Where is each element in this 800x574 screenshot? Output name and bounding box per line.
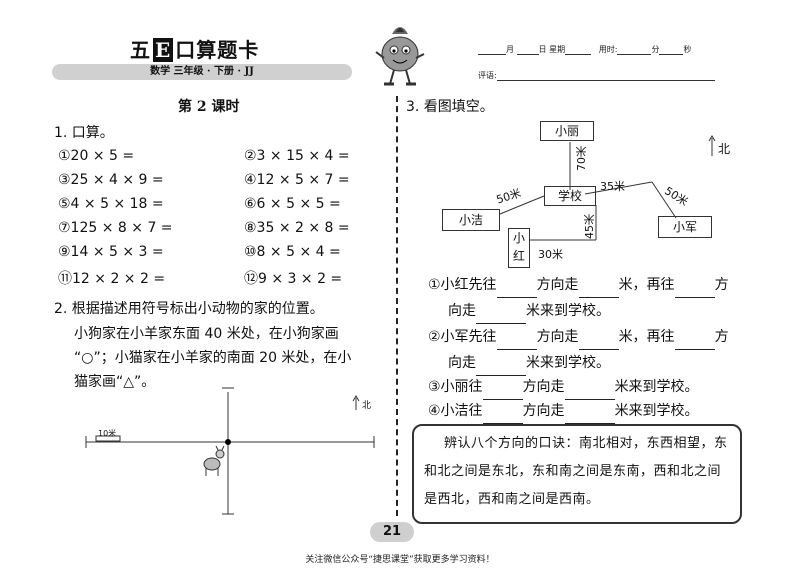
fill-text: 米来到学校。	[614, 379, 699, 395]
answer-blank[interactable]	[496, 336, 537, 350]
answer-blank[interactable]	[482, 410, 523, 424]
answer-blank[interactable]	[564, 410, 615, 424]
fill-text: 方	[714, 277, 729, 293]
math-item: ⑨14 × 5 × 3 =	[58, 244, 164, 260]
time-label: 用时:	[598, 45, 618, 54]
q2-line: 小狗家在小羊家东面 40 米处，在小狗家画	[74, 326, 339, 342]
date-line: 月 日 星期 用时: 分 秒	[478, 44, 691, 55]
answer-blank[interactable]	[674, 336, 715, 350]
math-item: ①20 × 5 =	[58, 148, 135, 164]
q3-fill-1: ①小红先往 方向走 米，再往 方 向走 米来到学校。	[428, 272, 758, 324]
fill-text: 向走	[448, 355, 476, 371]
map-node-xiaohong: 小 红	[508, 228, 530, 268]
math-item: ⑥6 × 5 × 5 =	[244, 196, 341, 212]
fill-text: ②小军先往	[428, 329, 497, 345]
q3-fill-4: ④小洁往 方向走 米来到学校。	[428, 398, 699, 424]
distance-label: 35米	[600, 180, 625, 193]
distance-label: 45米	[583, 214, 596, 239]
map-node-school: 学校	[544, 186, 596, 206]
footer-note: 关注微信公众号“捷思课堂”获取更多学习资料！	[305, 555, 495, 565]
fill-text: 米来到学校。	[614, 403, 699, 419]
fill-text: 方向走	[522, 379, 565, 395]
page-number: 21	[370, 522, 414, 542]
answer-blank[interactable]	[578, 336, 619, 350]
comment-blank[interactable]	[496, 72, 715, 81]
column-divider	[396, 96, 398, 516]
q3-fill-3: ③小丽往 方向走 米来到学校。	[428, 374, 699, 400]
fill-text: 方向走	[522, 403, 565, 419]
weekday-blank[interactable]	[565, 46, 592, 55]
lesson-title: 第 2 课时	[178, 99, 240, 115]
answer-blank[interactable]	[476, 362, 526, 376]
q3-title: 3. 看图填空。	[406, 99, 494, 115]
q2-coordinate-plane[interactable]	[80, 386, 380, 518]
q3-fill-2: ②小军先往 方向走 米，再往 方 向走 米来到学校。	[428, 324, 758, 376]
answer-blank[interactable]	[578, 284, 619, 298]
fill-text: 方向走	[536, 277, 579, 293]
second-blank[interactable]	[659, 46, 684, 55]
math-item: ⑧35 × 2 × 8 =	[244, 220, 350, 236]
math-item: ⑪12 × 2 × 2 =	[58, 271, 166, 287]
fill-text: 米来到学校。	[526, 355, 610, 371]
q2-line: 猫家画“△”。	[74, 374, 156, 390]
comment-label: 评语:	[478, 71, 497, 80]
math-item: ④12 × 5 × 7 =	[244, 172, 350, 188]
fill-text: 方向走	[536, 329, 579, 345]
goat-icon	[203, 445, 225, 476]
answer-blank[interactable]	[496, 284, 537, 298]
brand-prefix: 五	[130, 38, 151, 62]
fill-text: 米，再往	[618, 277, 675, 293]
mascot-icon	[375, 27, 425, 86]
subtitle-bar: 数学 三年级 · 下册 · JJ	[52, 64, 352, 80]
math-item: ②3 × 15 × 4 =	[244, 148, 350, 164]
map-node-xiaoli: 小丽	[540, 121, 594, 141]
fill-text: 米，再往	[618, 329, 675, 345]
math-item: ⑩8 × 5 × 4 =	[244, 244, 341, 260]
mental-math-grid: ①20 × 5 = ②3 × 15 × 4 = ③25 × 4 × 9 = ④1…	[58, 148, 378, 298]
comment-line: 评语:	[478, 70, 715, 81]
fill-text: 方	[714, 329, 729, 345]
brand-letter: E	[153, 38, 174, 62]
month-blank[interactable]	[478, 46, 506, 55]
distance-label: 70米	[575, 146, 588, 171]
direction-tip-box: 辨认八个方向的口诀：南北相对，东西相望，东和北之间是东北，东和南之间是东南，西和…	[412, 424, 742, 524]
math-item: ⑦125 × 8 × 7 =	[58, 220, 173, 236]
minute-label: 分	[651, 45, 660, 54]
q2-description: 小狗家在小羊家东面 40 米处，在小狗家画 “○”；小猫家在小羊家的南面 20 …	[74, 322, 351, 394]
math-item: ⑤4 × 5 × 18 =	[58, 196, 164, 212]
map-node-xiaohong-char: 小	[512, 231, 525, 245]
map-node-xiaojie: 小洁	[442, 209, 500, 231]
scale-label: 10米	[98, 429, 117, 438]
fill-text: 米来到学校。	[526, 303, 610, 319]
map-node-xiaohong-char: 红	[512, 249, 525, 263]
fill-text: ④小洁往	[428, 403, 483, 419]
day-label: 日	[538, 45, 547, 54]
brand-suffix: 口算题卡	[175, 38, 260, 62]
minute-blank[interactable]	[617, 46, 652, 55]
answer-blank[interactable]	[674, 284, 715, 298]
fill-text: ①小红先往	[428, 277, 497, 293]
q3-north-label: 北	[718, 142, 731, 156]
map-node-xiaojun: 小军	[658, 216, 712, 238]
fill-text: ③小丽往	[428, 379, 483, 395]
q1-title: 1. 口算。	[54, 125, 114, 141]
second-label: 秒	[683, 45, 692, 54]
day-blank[interactable]	[516, 46, 539, 55]
answer-blank[interactable]	[482, 386, 523, 400]
month-label: 月	[506, 45, 514, 54]
q2-title: 2. 根据描述用符号标出小动物的家的位置。	[54, 301, 324, 317]
fill-text: 向走	[448, 303, 476, 319]
distance-label: 30米	[538, 248, 563, 261]
q2-line: “○”；小猫家在小羊家的南面 20 米处，在小	[74, 350, 352, 366]
q3-map	[499, 135, 716, 241]
math-item: ③25 × 4 × 9 =	[58, 172, 164, 188]
weekday-label: 星期	[549, 45, 566, 54]
math-item: ⑫9 × 3 × 2 =	[244, 271, 343, 287]
answer-blank[interactable]	[564, 386, 615, 400]
answer-blank[interactable]	[476, 310, 526, 324]
q2-north-label: 北	[362, 401, 372, 411]
